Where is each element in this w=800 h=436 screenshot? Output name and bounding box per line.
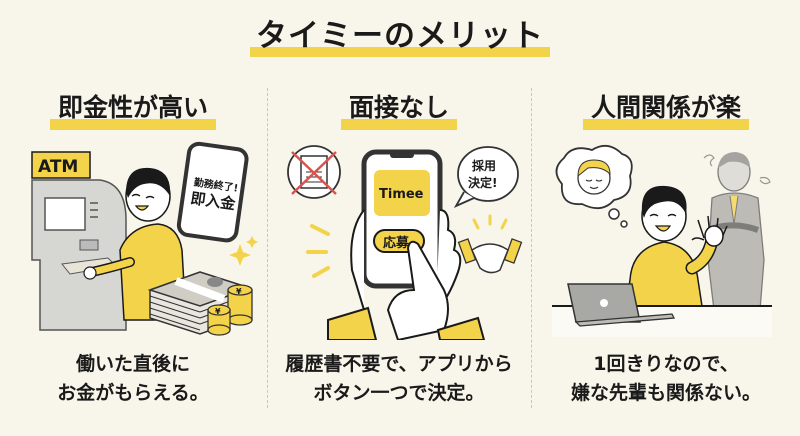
svg-text:¥: ¥ xyxy=(236,287,242,296)
merit-column-no-interview: 面接なし Timee xyxy=(268,88,530,428)
svg-text:決定!: 決定! xyxy=(468,175,497,190)
yen-coin-icon: ¥ ¥ xyxy=(207,284,253,336)
merit-description: 1回きりなので、 嫌な先輩も関係ない。 xyxy=(570,353,761,404)
laptop-icon xyxy=(552,283,772,337)
instant-pay-illustration: ATM xyxy=(0,140,266,340)
merit-heading: 即金性が高い xyxy=(49,88,216,130)
speech-bubble-icon: 採用 決定! xyxy=(453,146,519,208)
smartphone-icon: 勤務終了! 即入金 xyxy=(176,141,249,243)
person-icon xyxy=(625,185,728,307)
column-divider xyxy=(267,88,268,408)
svg-text:ATM: ATM xyxy=(38,157,78,177)
svg-text:Timee: Timee xyxy=(379,187,424,202)
atm-icon: ATM xyxy=(31,151,127,331)
merit-description: 働いた直後に お金がもらえる。 xyxy=(57,353,209,404)
page-title-wrap: タイミーのメリット xyxy=(0,14,800,58)
svg-text:¥: ¥ xyxy=(215,307,221,316)
svg-text:応募: 応募 xyxy=(383,235,410,251)
hand-icon xyxy=(327,209,486,342)
sparkle-icon xyxy=(229,236,258,266)
merit-column-instant-pay: 即金性が高い ATM xyxy=(0,88,266,428)
svg-text:採用: 採用 xyxy=(472,158,496,173)
merit-heading: 面接なし xyxy=(340,88,457,130)
thought-bubble-icon xyxy=(555,144,633,228)
merit-description: 履歴書不要で、アプリから ボタン一つで決定。 xyxy=(285,353,513,404)
no-interview-illustration: Timee 応募 採用 決定! xyxy=(268,140,530,342)
title-highlight xyxy=(250,47,550,57)
page-title: タイミーのメリット xyxy=(250,14,550,58)
merit-column-easy-relationships: 人間関係が楽 xyxy=(532,88,800,428)
handshake-icon xyxy=(457,214,523,274)
resume-crossed-icon xyxy=(287,145,341,199)
column-divider xyxy=(531,88,532,408)
emphasis-rays xyxy=(306,224,330,278)
easy-relationships-illustration xyxy=(532,140,800,340)
merit-heading: 人間関係が楽 xyxy=(582,88,749,130)
